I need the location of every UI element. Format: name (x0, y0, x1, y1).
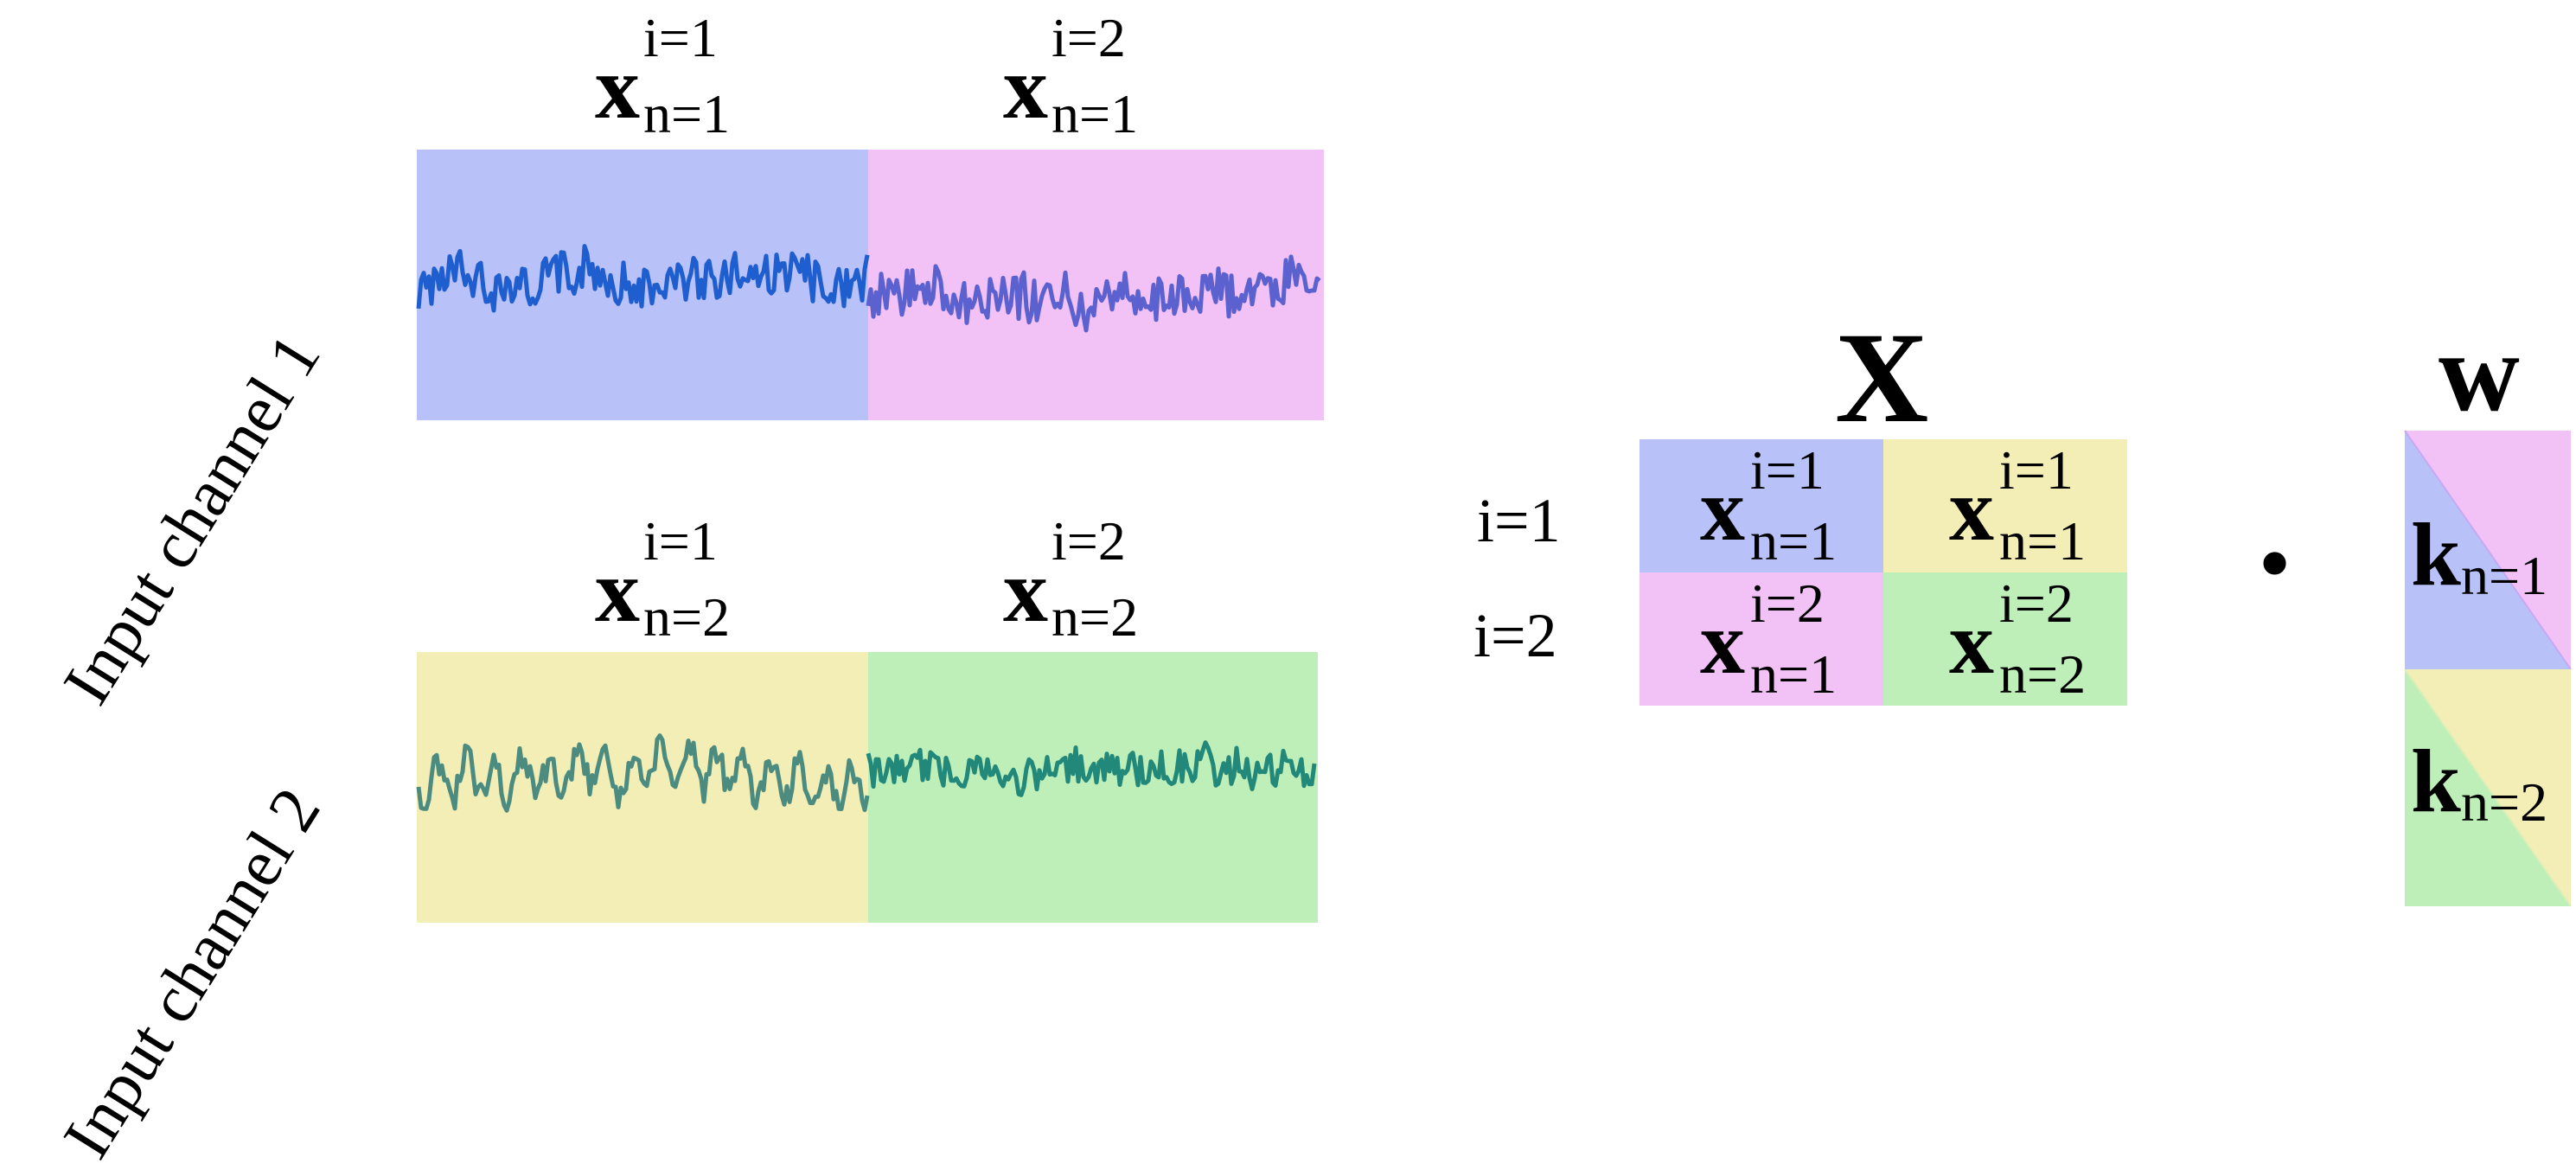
cell-2-2-sup: i=2 (1999, 572, 2074, 634)
ch1-segment-2-trace (866, 254, 1321, 333)
cell-1-2-base: x (1949, 460, 1994, 559)
k1-label: k n=1 (2411, 510, 2547, 604)
ch2-seg2-sub: n=2 (1051, 586, 1139, 648)
ch1-seg1-label: x i=1 n=1 (595, 10, 730, 142)
matrix-row-label-1: i=1 (1477, 486, 1561, 555)
ch1-seg2-sub: n=1 (1051, 83, 1139, 144)
dot-operator: • (2252, 521, 2298, 611)
k2-label: k n=2 (2411, 737, 2547, 830)
cell-2-1-sup: i=2 (1750, 572, 1825, 634)
cell-2-2-base: x (1949, 593, 1994, 693)
ch2-seg1-base: x (595, 541, 640, 641)
matrix-cell-2-2: x i=2 n=2 (1883, 572, 2127, 706)
cell-1-2-sup: i=1 (1999, 439, 2074, 501)
cell-2-1-base: x (1700, 593, 1745, 693)
ch2-segment-2-trace (866, 740, 1317, 797)
matrix-cell-1-1: x i=1 n=1 (1640, 439, 1883, 572)
ch1-segment-1-trace (416, 244, 870, 313)
ch2-seg2-base: x (1003, 541, 1048, 641)
ch1-seg2-sup: i=2 (1051, 7, 1126, 68)
ch2-segment-1-trace (416, 733, 870, 813)
ch2-seg1-label: x i=1 n=2 (595, 514, 730, 645)
weights-title: w (2439, 310, 2520, 435)
ch1-seg2-base: x (1003, 38, 1048, 137)
ch2-seg2-label: x i=2 n=2 (1003, 514, 1138, 645)
k2-base: k (2411, 732, 2461, 831)
cell-1-1-sup: i=1 (1750, 439, 1825, 501)
cell-1-2-sub: n=1 (1999, 510, 2087, 572)
ch2-seg1-sub: n=2 (643, 586, 731, 648)
matrix-cell-1-2: x i=1 n=1 (1883, 439, 2127, 572)
matrix-cell-2-1: x i=2 n=1 (1640, 572, 1883, 706)
cell-1-1-sub: n=1 (1750, 510, 1838, 572)
ch1-seg1-sub: n=1 (643, 83, 731, 144)
cell-1-1-base: x (1700, 460, 1745, 559)
k2-sub: n=2 (2461, 771, 2548, 833)
k2-diagonal (2404, 668, 2572, 907)
cell-2-2-sub: n=2 (1999, 643, 2087, 705)
signal-panels (416, 150, 2572, 923)
ch2-seg2-sup: i=2 (1051, 510, 1126, 572)
k1-sub: n=1 (2461, 545, 2548, 606)
ch2-seg1-sup: i=1 (643, 510, 718, 572)
cell-2-1-sub: n=1 (1750, 643, 1838, 705)
k1-diagonal (2404, 430, 2572, 670)
matrix-title: X (1835, 306, 1929, 450)
ch1-seg1-base: x (595, 38, 640, 137)
ch1-seg2-label: x i=2 n=1 (1003, 10, 1138, 142)
matrix-row-label-2: i=2 (1473, 601, 1557, 670)
k1-base: k (2411, 505, 2461, 604)
ch1-seg1-sup: i=1 (643, 7, 718, 68)
